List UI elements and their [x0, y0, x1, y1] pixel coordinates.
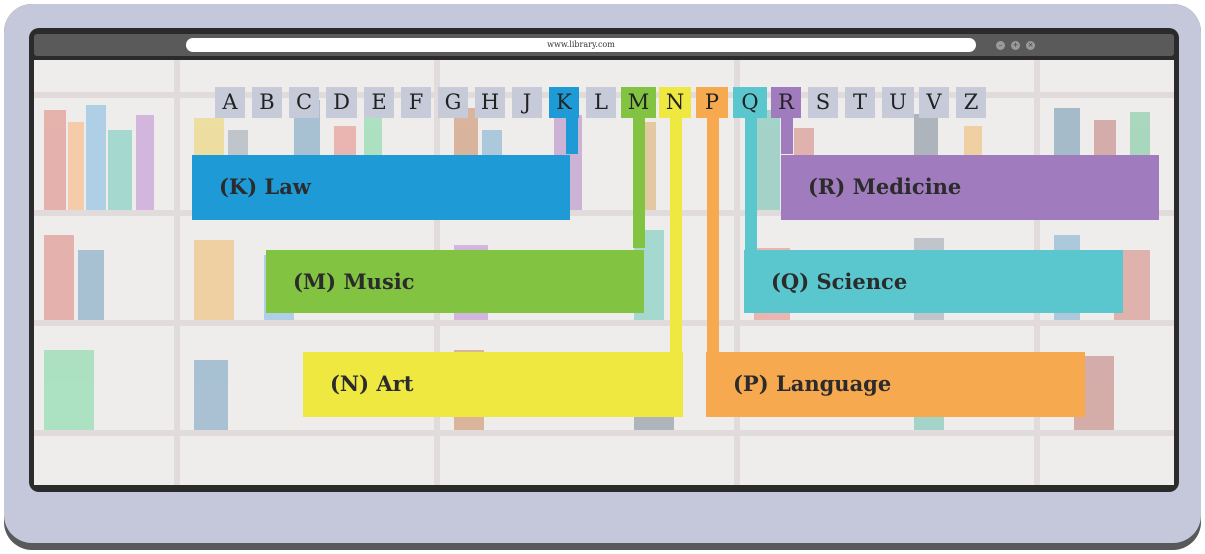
label-q-science: (Q) Science [744, 250, 1123, 313]
maximize-icon[interactable]: + [1011, 41, 1020, 50]
connector-p [707, 118, 719, 358]
connector-k [566, 118, 578, 154]
address-bar[interactable]: www.library.com [186, 38, 976, 52]
letter-k[interactable]: K [549, 87, 579, 118]
label-r-medicine: (R) Medicine [781, 155, 1159, 220]
alphabet-index: A B C D E F G H J K L M N P Q R S T U V … [0, 0, 1205, 130]
browser-toolbar: www.library.com – + × [34, 34, 1174, 56]
minimize-icon[interactable]: – [996, 41, 1005, 50]
letter-q[interactable]: Q [733, 87, 767, 118]
letter-a[interactable]: A [215, 87, 245, 118]
letter-c[interactable]: C [289, 87, 319, 118]
letter-u[interactable]: U [882, 87, 914, 118]
connector-r [781, 118, 793, 154]
letter-n[interactable]: N [659, 87, 691, 118]
letter-l[interactable]: L [586, 87, 616, 118]
letter-b[interactable]: B [252, 87, 282, 118]
letter-p[interactable]: P [696, 87, 728, 118]
letter-m[interactable]: M [621, 87, 656, 118]
letter-e[interactable]: E [364, 87, 394, 118]
letter-t[interactable]: T [845, 87, 875, 118]
letter-v[interactable]: V [919, 87, 949, 118]
letter-g[interactable]: G [438, 87, 468, 118]
connector-n [670, 118, 682, 353]
close-icon[interactable]: × [1026, 41, 1035, 50]
letter-f[interactable]: F [401, 87, 431, 118]
letter-z[interactable]: Z [956, 87, 986, 118]
letter-d[interactable]: D [326, 87, 357, 118]
label-k-law: (K) Law [192, 155, 570, 220]
connector-m [633, 118, 645, 248]
connector-q [745, 118, 757, 254]
label-n-art: (N) Art [303, 352, 683, 417]
letter-h[interactable]: H [475, 87, 505, 118]
letter-s[interactable]: S [808, 87, 838, 118]
label-m-music: (M) Music [266, 250, 644, 313]
letter-r[interactable]: R [771, 87, 801, 118]
letter-j[interactable]: J [512, 87, 542, 118]
label-p-language: (P) Language [706, 352, 1085, 417]
